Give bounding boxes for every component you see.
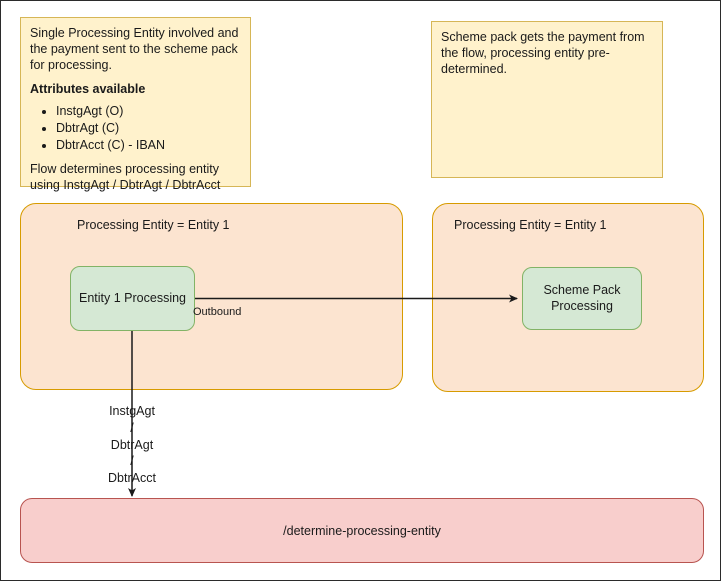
endpoint-determine-processing-entity[interactable]: /determine-processing-entity	[20, 498, 704, 563]
attribute-route-line-3: DbtrAgt	[110, 437, 154, 452]
note-left-attribute-list: InstgAgt (O) DbtrAgt (C) DbtrAcct (C) - …	[30, 104, 241, 153]
attribute-route-line-1: InstgAgt	[109, 404, 155, 418]
lane-left-title: Processing Entity = Entity 1	[77, 218, 230, 232]
note-right-body: Scheme pack gets the payment from the fl…	[432, 22, 662, 85]
note-left-processing-entity[interactable]: Single Processing Entity involved and th…	[20, 17, 251, 192]
note-right-text: Scheme pack gets the payment from the fl…	[441, 30, 645, 76]
attribute-route-line-4: /	[130, 454, 134, 469]
note-left-heading: Attributes available	[30, 82, 146, 97]
endpoint-label: /determine-processing-entity	[283, 523, 441, 538]
connector-outbound-label: Outbound	[193, 306, 242, 318]
process-entity-1-processing[interactable]: Entity 1 Processing	[70, 266, 195, 331]
process-scheme-pack-processing[interactable]: Scheme Pack Processing	[522, 267, 642, 330]
note-left-footer: Flow determines processing entity using …	[30, 162, 221, 192]
lane-right-title: Processing Entity = Entity 1	[454, 218, 607, 232]
process-entity-1-processing-label: Entity 1 Processing	[79, 290, 186, 305]
process-scheme-pack-processing-label: Scheme Pack Processing	[543, 283, 620, 314]
process-scheme-pack-line-1: Scheme Pack	[543, 282, 621, 297]
note-left-intro: Single Processing Entity involved and th…	[30, 26, 239, 72]
connector-attribute-route-label: InstgAgt / DbtrAgt / DbtrAcct	[82, 403, 182, 487]
list-item: InstgAgt (O)	[56, 104, 241, 120]
attribute-route-line-2: /	[130, 420, 134, 435]
note-right-scheme-pack[interactable]: Scheme pack gets the payment from the fl…	[431, 21, 663, 178]
note-left-body: Single Processing Entity involved and th…	[21, 18, 250, 202]
list-item: DbtrAgt (C)	[56, 121, 241, 137]
attribute-route-line-5: DbtrAcct	[108, 471, 156, 485]
list-item: DbtrAcct (C) - IBAN	[56, 138, 241, 154]
process-scheme-pack-line-2: Processing	[551, 298, 613, 313]
